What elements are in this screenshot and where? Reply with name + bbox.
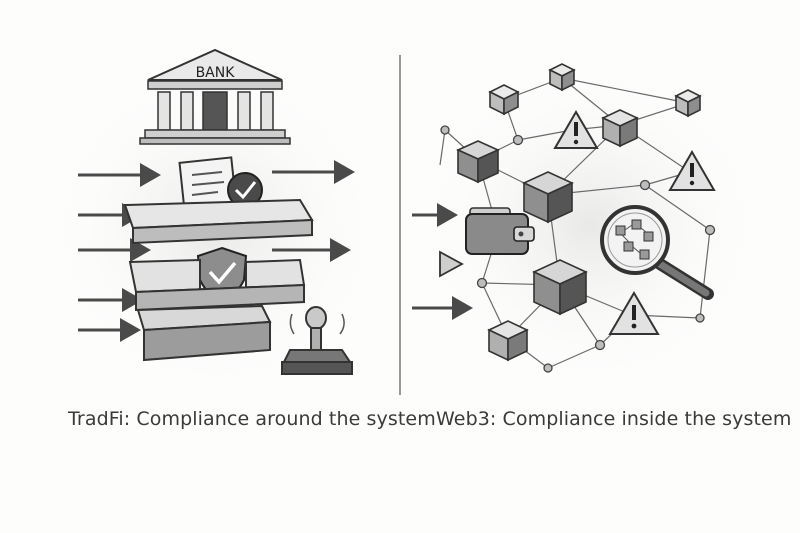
wallet-icon [465,207,535,255]
arrow-icon [412,203,473,320]
bank-icon: BANK [139,48,291,145]
platform-layer-bottom [136,304,272,362]
caption-tradfi: TradFi: Compliance around the system [68,408,436,430]
magnifier-icon [600,205,714,300]
tradfi-panel: BANK [40,48,390,400]
stamp-icon [281,306,353,375]
caption-web3: Web3: Compliance inside the system [436,408,792,430]
warning-icon [553,110,716,335]
blockchain-node-icon [456,63,702,362]
platform-layer-top [123,198,314,245]
arrow-icon [78,160,355,342]
arrow-icon [439,250,464,278]
platform-layer-middle [128,258,306,312]
web3-panel [410,55,770,395]
bank-sign: BANK [196,65,236,81]
